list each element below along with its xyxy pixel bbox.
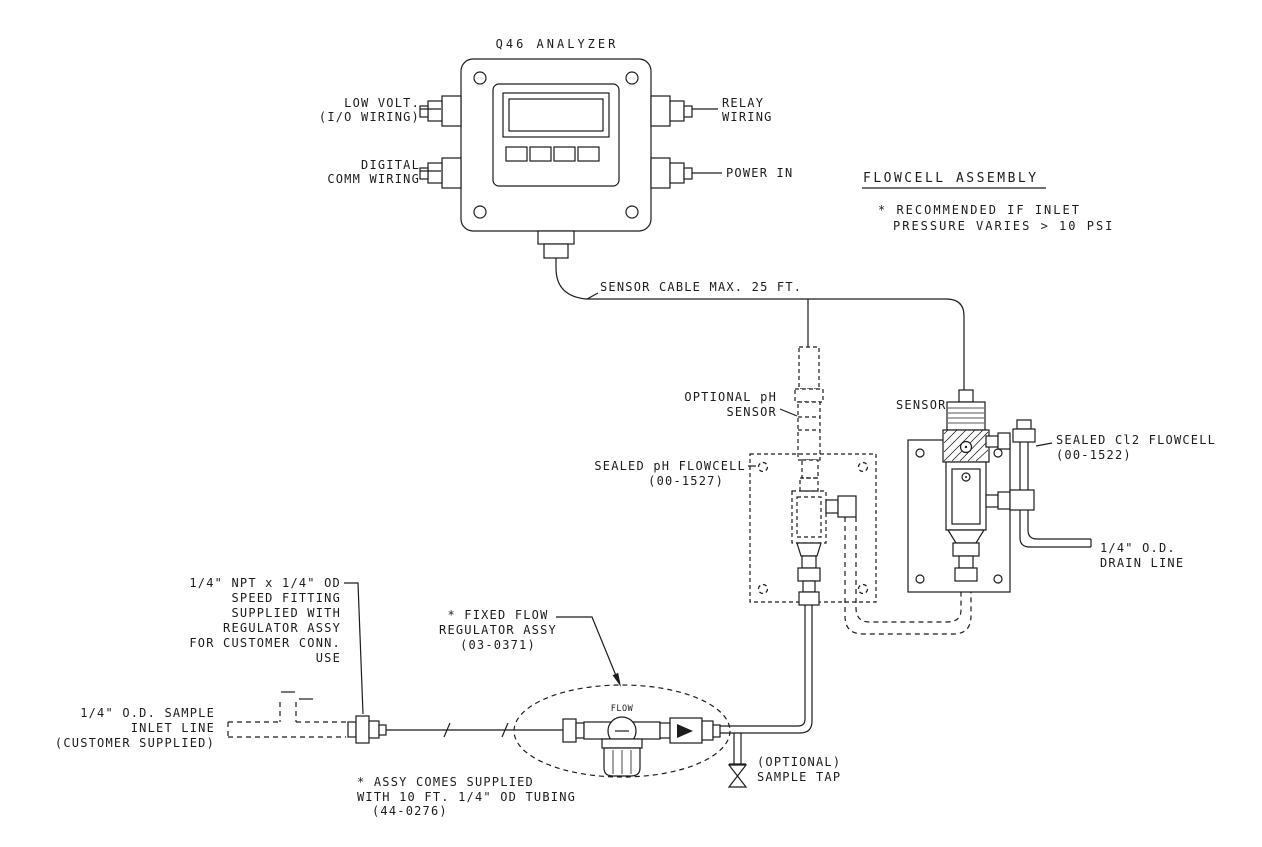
label-relay: RELAY (722, 96, 764, 110)
flow-arrow-icon (677, 724, 693, 738)
ph-sensor-assembly: OPTIONAL pH SENSOR SEALED pH FLOWCELL (0… (594, 346, 877, 606)
label-tubing-note-3: (44-0276) (372, 804, 448, 818)
label-sensor-cable: SENSOR CABLE MAX. 25 FT. (600, 280, 802, 294)
cl2-cell-body (945, 461, 987, 531)
ph-to-cl2-transfer-tubing (844, 517, 972, 635)
leader-line (779, 408, 798, 417)
corner-screw-icon (625, 205, 639, 219)
outlet-tubing (720, 605, 813, 734)
sample-inlet: 1/4" NPT x 1/4" OD SPEED FITTING SUPPLIE… (55, 576, 563, 750)
sensor-cable: SENSOR CABLE MAX. 25 FT. (555, 258, 965, 390)
label-fixed-flow-1: * FIXED FLOW (447, 608, 548, 622)
label-speed-fitting-2: SPEED FITTING (231, 591, 341, 605)
keypad-button (529, 146, 552, 162)
flowcell-note-line1: * RECOMMENDED IF INLET (878, 203, 1081, 217)
flowcell-assembly-title: FLOWCELL ASSEMBLY (863, 171, 1039, 186)
corner-screw-icon (473, 71, 487, 85)
label-low-volt: LOW VOLT. (344, 96, 420, 110)
break-mark (501, 722, 509, 738)
cl2-outlet-fittings (985, 419, 1036, 511)
keypad-button (553, 146, 576, 162)
keypad-button (577, 146, 600, 162)
flow-regulator-assembly: * FIXED FLOW REGULATOR ASSY (03-0371) FL… (357, 605, 841, 818)
keypad-buttons (505, 146, 600, 162)
cl2-sensor-body (942, 389, 990, 463)
ph-inlet-fittings (796, 542, 822, 606)
ph-sensor-body (794, 346, 824, 479)
label-inlet-3: (CUSTOMER SUPPLIED) (55, 736, 215, 750)
check-valve (659, 717, 721, 744)
label-inlet-1: 1/4" O.D. SAMPLE (80, 706, 215, 720)
label-speed-fitting-4: REGULATOR ASSY (223, 621, 341, 635)
q46-analyzer: Q46 ANALYZER (419, 37, 693, 259)
mounting-hole (915, 574, 925, 584)
speed-fitting (347, 715, 387, 744)
label-sealed-ph-partnumber: (00-1527) (648, 474, 724, 488)
label-digital: DIGITAL (361, 158, 420, 172)
leader-line (556, 616, 620, 684)
label-sealed-cl2-flowcell: SEALED Cl2 FLOWCELL (1056, 433, 1216, 447)
leader-line (1035, 442, 1053, 447)
gland-digital-comm (419, 157, 462, 189)
lcd-display (508, 98, 604, 132)
regulator-body (562, 716, 661, 777)
keypad-button (505, 146, 528, 162)
flowcell-assembly-heading: FLOWCELL ASSEMBLY * RECOMMENDED IF INLET… (862, 171, 1114, 233)
label-flow-marking: FLOW (611, 704, 634, 714)
label-speed-fitting-1: 1/4" NPT x 1/4" OD (189, 576, 341, 590)
flowcell-note-line2: PRESSURE VARIES > 10 PSI (893, 219, 1114, 233)
mounting-hole (993, 448, 1003, 458)
label-inlet-2: INLET LINE (131, 721, 215, 735)
mounting-hole (915, 448, 925, 458)
label-comm-wiring: COMM WIRING (327, 172, 420, 186)
label-sample-tap-1: (OPTIONAL) (757, 755, 841, 769)
label-optional-ph: OPTIONAL pH (684, 390, 777, 404)
regulator-boundary (513, 684, 731, 778)
leader-line (344, 582, 364, 715)
label-tubing-note-1: * ASSY COMES SUPPLIED (357, 775, 534, 789)
gland-power (650, 157, 693, 189)
valve-icon (727, 764, 748, 777)
label-tubing-note-2: WITH 10 FT. 1/4" OD TUBING (357, 790, 576, 804)
label-speed-fitting-6: USE (316, 651, 341, 665)
analyzer-wiring-labels: LOW VOLT. (I/O WIRING) DIGITAL COMM WIRI… (319, 96, 793, 186)
cl2-inlet-fittings (946, 529, 986, 582)
label-fixed-flow-3: (03-0371) (460, 638, 536, 652)
ph-outlet-fitting (825, 495, 857, 518)
break-mark (443, 722, 451, 738)
label-speed-fitting-3: SUPPLIED WITH (231, 606, 341, 620)
corner-screw-icon (625, 71, 639, 85)
drain-tubing (1019, 442, 1092, 548)
gland-relay (650, 95, 693, 127)
sample-tap (727, 733, 748, 788)
sensor-cable-run (555, 258, 965, 390)
corner-screw-icon (473, 205, 487, 219)
label-sealed-cl2-partnumber: (00-1522) (1056, 448, 1132, 462)
label-optional-ph-sensor: SENSOR (726, 405, 777, 419)
customer-inlet-tube (227, 691, 346, 738)
label-drain-od: 1/4" O.D. (1100, 541, 1176, 555)
label-speed-fitting-5: FOR CUSTOMER CONN. (189, 636, 341, 650)
label-power-in: POWER IN (726, 166, 793, 180)
label-drain-line: DRAIN LINE (1100, 556, 1184, 570)
gland-low-volt (419, 95, 462, 127)
label-io-wiring: (I/O WIRING) (319, 110, 420, 124)
arrowhead-icon (612, 672, 621, 687)
ph-flowcell-body (791, 477, 827, 544)
analyzer-title: Q46 ANALYZER (496, 37, 619, 51)
gland-sensor-cable (537, 230, 575, 259)
valve-icon (727, 775, 748, 788)
label-sealed-ph-flowcell: SEALED pH FLOWCELL (594, 459, 746, 473)
label-sample-tap-2: SAMPLE TAP (757, 770, 841, 784)
label-fixed-flow-2: REGULATOR ASSY (439, 623, 557, 637)
mounting-hole (993, 574, 1003, 584)
label-relay-wiring: WIRING (722, 110, 773, 124)
label-cl2-sensor: SENSOR (896, 398, 947, 412)
cl2-flowcell-assembly: SENSOR (896, 389, 1216, 593)
leader-line (586, 292, 599, 300)
